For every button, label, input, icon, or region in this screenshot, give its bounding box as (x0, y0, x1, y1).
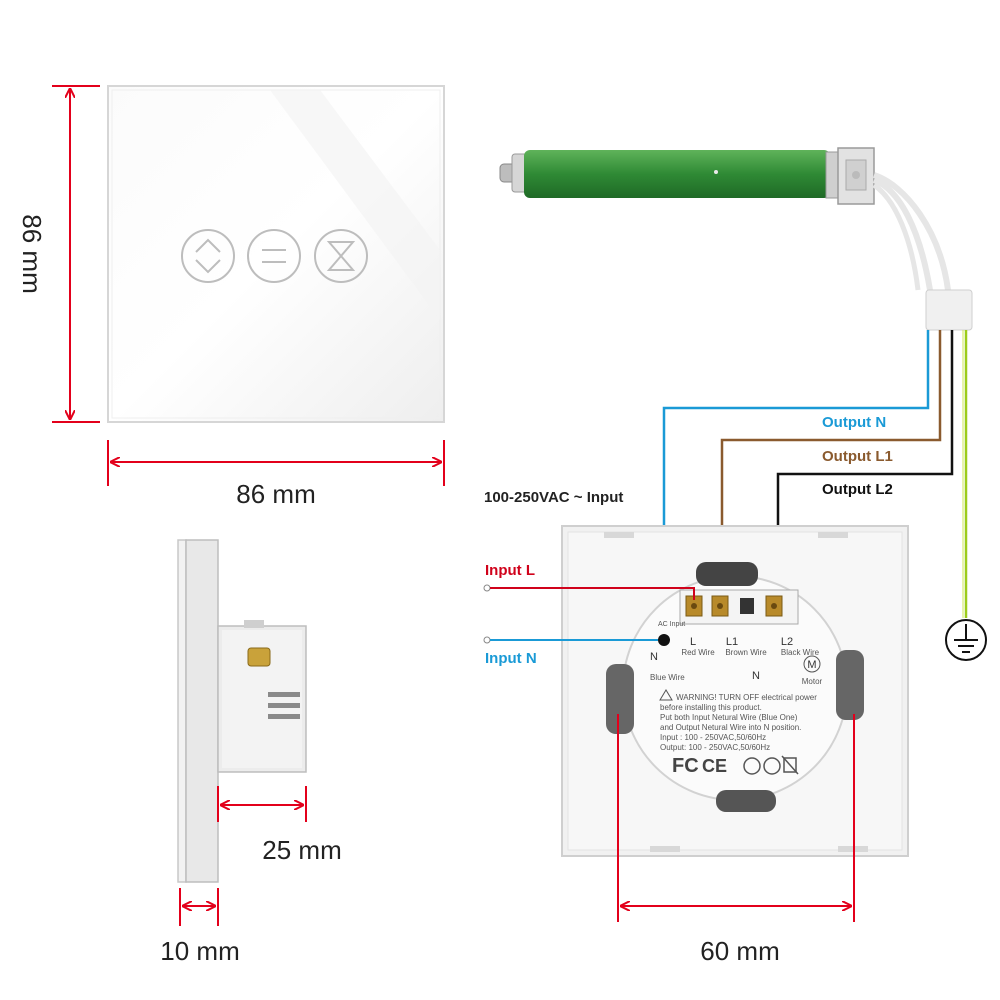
back-width-label: 60 mm (700, 936, 779, 966)
cert-ce: CE (702, 756, 727, 776)
input-title: 100-250VAC ~ Input (484, 489, 623, 506)
output-wires: Output N Output L1 Output L2 (662, 330, 968, 640)
height-label: 86 mm (17, 214, 47, 293)
ground-icon (945, 619, 987, 661)
ac-input-label: AC Input (658, 621, 685, 628)
width-dimension: 86 mm (107, 440, 445, 509)
n-center-label: N (752, 670, 760, 682)
n-left-label: N (650, 651, 658, 663)
width-label: 86 mm (236, 479, 315, 509)
input-wires: 100-250VAC ~ Input Input L Input N (483, 489, 695, 667)
side-view (177, 539, 307, 883)
term-l2-label: L2 (781, 636, 793, 648)
depth-25-label: 25 mm (262, 835, 341, 865)
output-l1-label: Output L1 (822, 448, 893, 465)
brown-wire-label: Brown Wire (725, 648, 767, 657)
tubular-motor (499, 147, 973, 331)
warning-line-3: Put both Input Netural Wire (Blue One) (660, 713, 798, 722)
output-l2-label: Output L2 (822, 481, 893, 498)
depth-10-label: 10 mm (160, 936, 239, 966)
term-l-label: L (690, 636, 696, 648)
back-view: L L1 L2 Red Wire Brown Wire Black Wire A… (561, 525, 909, 857)
front-panel (107, 85, 445, 423)
warning-line-4: and Output Netural Wire into N position. (660, 723, 801, 732)
input-n-label: Input N (485, 650, 537, 667)
stop-icon (247, 229, 301, 283)
up-down-icon (181, 229, 235, 283)
hourglass-icon (314, 229, 368, 283)
output-n-label: Output N (822, 414, 886, 431)
cert-fc: FC (672, 755, 699, 777)
warning-icon (659, 689, 673, 701)
spec-input: Input : 100 - 250VAC,50/60Hz (660, 733, 766, 742)
back-width-dimension: 60 mm (617, 714, 855, 966)
black-wire-label: Black Wire (781, 648, 820, 657)
input-l-label: Input L (485, 562, 535, 579)
certification-marks: FC CE (672, 755, 799, 777)
depth-25-dimension: 25 mm (217, 786, 342, 865)
motor-label: Motor (802, 677, 823, 686)
motor-symbol: M (807, 659, 816, 671)
depth-10-dimension: 10 mm (160, 888, 240, 966)
motor-icon: M (803, 655, 821, 673)
spec-output: Output: 100 - 250VAC,50/60Hz (660, 743, 770, 752)
red-wire-label: Red Wire (681, 648, 715, 657)
warning-line-1: WARNING! TURN OFF electrical power (676, 693, 817, 702)
warning-line-2: before installing this product. (660, 703, 762, 712)
term-l1-label: L1 (726, 636, 738, 648)
blue-wire-label: Blue Wire (650, 673, 685, 682)
height-dimension: 86 mm (17, 85, 100, 423)
